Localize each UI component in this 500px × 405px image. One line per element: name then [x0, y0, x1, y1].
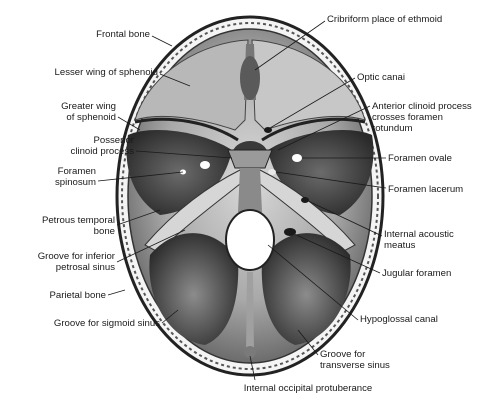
label-optic-canal: Optic canai: [357, 72, 405, 83]
labels-left: Frontal bone Lesser wing of sphenoid Gre…: [38, 29, 161, 329]
internal-acoustic-meatus: [301, 197, 309, 203]
label-groove-sigmoid: Groove for sigmoid sinus: [54, 318, 160, 329]
clivus: [238, 168, 262, 212]
lesser-wing-right: [261, 117, 366, 142]
foramen-magnum: [225, 209, 275, 271]
petrous-ridge-right: [254, 169, 356, 253]
posterior-fossa-right: [261, 233, 351, 345]
optic-canal-right: [264, 127, 272, 133]
label-internal-occipital: Internal occipital protuberance: [244, 383, 373, 394]
leader-posterior-clinoid: [135, 150, 233, 159]
leader-greater-wing: [117, 116, 141, 131]
lesser-wing-left: [134, 117, 239, 142]
leader-hypoglossal-canal: [267, 244, 359, 321]
leader-anterior-clinoid: [277, 105, 371, 151]
leader-groove-transverse: [297, 329, 319, 356]
dorsum-sellae: [227, 149, 273, 169]
skull-illustration: [115, 15, 385, 377]
label-foramen-lacerum: Foramen lacerum: [388, 184, 463, 195]
internal-occipital-protuberance: [244, 346, 256, 358]
label-frontal-bone: Frontal bone: [96, 29, 150, 40]
cribriform-plate: [240, 56, 260, 100]
anterior-fossa-left: [134, 39, 249, 131]
leader-foramen-spinosum: [97, 171, 184, 182]
leader-internal-occipital: [249, 355, 256, 381]
foramen-lacerum-right: [268, 169, 276, 175]
leader-lines: [97, 20, 387, 381]
anterior-fossa-right: [251, 39, 366, 131]
leader-petrous-temporal: [116, 209, 161, 226]
leader-frontal-bone: [151, 35, 173, 47]
leader-foramen-lacerum: [275, 171, 387, 189]
foramen-ovale-right: [292, 154, 302, 162]
skull-diploe: [121, 22, 379, 370]
leader-groove-sigmoid: [161, 309, 179, 324]
internal-occipital-crest: [246, 272, 254, 355]
leader-optic-canal: [269, 77, 356, 129]
leader-internal-acoustic: [305, 199, 383, 237]
foramen-ovale-left: [200, 161, 210, 169]
labels-right: Cribriform place of ethmoid Optic canai …: [320, 14, 472, 371]
leader-jugular-foramen: [291, 232, 381, 274]
leader-cribriform: [254, 20, 326, 71]
labels-bottom: Internal occipital protuberance: [244, 383, 373, 394]
label-parietal-bone: Parietal bone: [49, 290, 106, 301]
label-lesser-wing: Lesser wing of sphenoid: [55, 67, 158, 78]
leader-parietal-bone: [107, 289, 126, 296]
posterior-fossa-left: [149, 233, 239, 345]
label-jugular-foramen: Jugular foramen: [382, 268, 451, 279]
label-foramen-ovale: Foramen ovale: [388, 153, 452, 164]
label-cribriform: Cribriform place of ethmoid: [327, 14, 442, 25]
label-hypoglossal-canal: Hypoglossal canal: [360, 314, 438, 325]
leader-groove-inferior-petrosal: [116, 229, 186, 263]
leader-lesser-wing: [159, 73, 191, 87]
jugular-foramen: [284, 228, 296, 236]
petrous-ridge-left: [144, 169, 246, 253]
